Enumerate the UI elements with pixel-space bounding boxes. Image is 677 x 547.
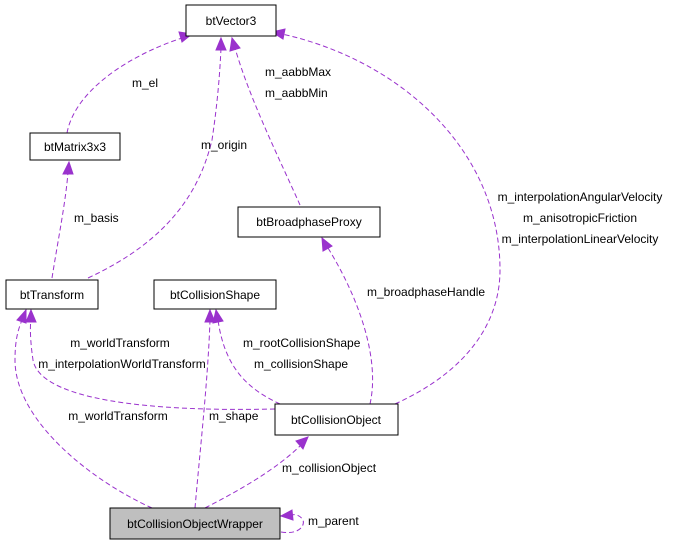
edge-m-el [66,37,183,134]
node-btBroadphaseProxy-label: btBroadphaseProxy [256,215,361,229]
edge-m-worldTransform-wrapper [14,319,153,509]
edge-m-basis-arrow [62,160,74,175]
edge-m-collisionObject [204,445,301,509]
label-m-worldTransform-co: m_worldTransform [70,336,170,350]
edge-m-collisionShape [217,319,281,405]
label-m-aabbMin: m_aabbMin [265,86,328,100]
node-btCollisionObject-label: btCollisionObject [291,413,382,427]
node-btTransform-label: btTransform [20,288,84,302]
node-btVector3[interactable]: btVector3 [185,4,277,37]
node-btMatrix3x3-label: btMatrix3x3 [44,140,106,154]
edge-m-aabb-arrow [229,36,241,52]
edge-m-basis [51,171,69,279]
edge-m-broadphaseHandle [327,247,374,405]
label-m-parent: m_parent [308,514,359,528]
label-m-rootCollisionShape: m_rootCollisionShape [243,336,361,350]
edge-m-broadphaseHandle-arrow [321,236,333,252]
edge-m-velocities [281,33,501,405]
node-btCollisionShape[interactable]: btCollisionShape [153,279,277,310]
label-m-interpolationAngularVelocity: m_interpolationAngularVelocity [498,190,663,204]
edge-m-shape-arrow [204,308,216,323]
label-m-anisotropicFriction: m_anisotropicFriction [523,211,637,225]
label-m-broadphaseHandle: m_broadphaseHandle [367,285,485,299]
node-btCollisionObject[interactable]: btCollisionObject [274,403,399,436]
label-m-shape: m_shape [209,409,259,423]
node-btMatrix3x3[interactable]: btMatrix3x3 [29,132,121,161]
edge-m-worldTransform-wrapper-arrow [16,308,27,324]
label-m-worldTransform-wrapper: m_worldTransform [68,409,168,423]
label-m-collisionObject: m_collisionObject [282,461,377,475]
label-m-aabbMax: m_aabbMax [265,65,331,79]
label-m-el: m_el [132,76,158,90]
label-m-basis: m_basis [74,211,119,225]
edge-m-origin [87,47,222,279]
node-btTransform[interactable]: btTransform [5,279,99,310]
node-btVector3-label: btVector3 [206,14,257,28]
label-m-interpolationLinearVelocity: m_interpolationLinearVelocity [502,232,659,246]
edge-m-aabb [234,47,301,206]
node-btCollisionShape-label: btCollisionShape [170,288,260,302]
edge-m-shape [194,319,211,509]
edge-m-parent-arrow [279,509,294,521]
label-m-collisionShape: m_collisionShape [254,357,348,371]
node-btCollisionObjectWrapper[interactable]: btCollisionObjectWrapper [109,507,281,540]
edge-m-worldTransform-co [29,319,276,410]
label-m-interpolationWorldTransform: m_interpolationWorldTransform [38,357,205,371]
edge-m-origin-arrow [215,36,227,51]
edge-m-collisionObject-arrow [295,436,309,450]
label-m-origin: m_origin [201,138,247,152]
node-btBroadphaseProxy[interactable]: btBroadphaseProxy [237,206,381,238]
edge-m-collisionShape-arrow [212,308,224,324]
edge-m-worldTransform-co-arrow [25,308,37,323]
node-btCollisionObjectWrapper-label: btCollisionObjectWrapper [127,517,263,531]
